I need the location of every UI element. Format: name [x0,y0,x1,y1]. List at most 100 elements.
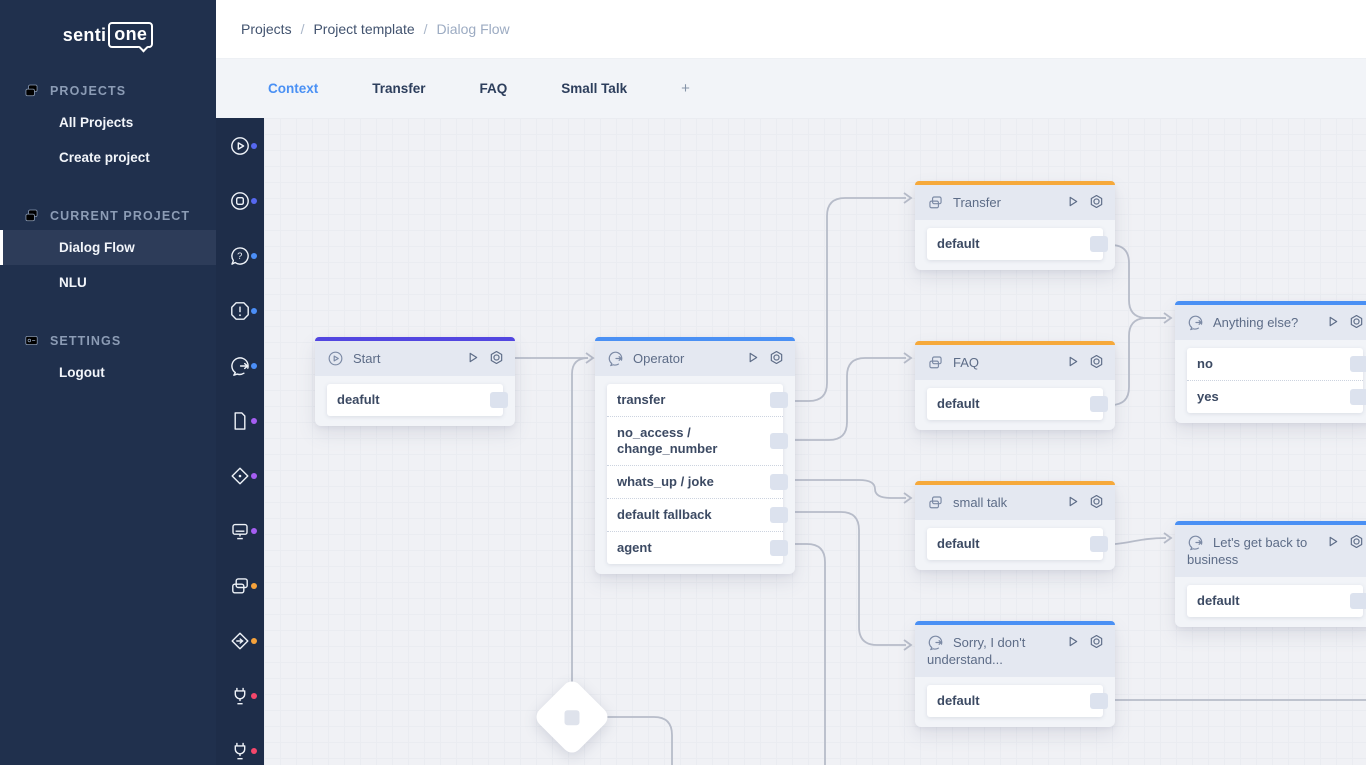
run-node-icon[interactable] [1064,193,1081,210]
flow-tabs: Context Transfer FAQ Small Talk + [216,59,1366,118]
settings-icon [23,332,40,349]
palette-device-block[interactable] [216,503,264,558]
node-output-row[interactable]: default [927,228,1103,260]
node-settings-icon[interactable] [1088,193,1105,210]
node-settings-icon[interactable] [1348,313,1365,330]
chat-arrow-icon [927,634,944,651]
sidebar-section-current-project: CURRENT PROJECT Dialog Flow NLU [0,201,216,300]
node-output-row[interactable]: default [927,388,1103,420]
tab-small-talk[interactable]: Small Talk [534,81,654,96]
palette-decision-block[interactable] [216,448,264,503]
sidebar-section-header: SETTINGS [0,326,216,355]
run-node-icon[interactable] [1324,533,1341,550]
palette-jump-block[interactable] [216,613,264,668]
node-output-row[interactable]: yes [1187,380,1363,413]
flow-node-operator[interactable]: Operator transfer no_access / change_num… [595,337,795,574]
tab-transfer[interactable]: Transfer [345,81,452,96]
node-output-row[interactable]: deafult [327,384,503,416]
flow-node-small-talk[interactable]: small talk default [915,481,1115,570]
run-node-icon[interactable] [1064,633,1081,650]
flow-node-faq[interactable]: FAQ default [915,341,1115,430]
node-settings-icon[interactable] [1348,533,1365,550]
palette-alert-block[interactable] [216,283,264,338]
flow-node-anything-else[interactable]: Anything else? no yes [1175,301,1366,423]
output-handle[interactable] [770,433,788,449]
output-handle[interactable] [1350,389,1366,405]
logo-text-one: one [108,22,153,48]
node-output-row[interactable]: no_access / change_number [607,416,783,465]
connection-operator-transfer [787,198,906,401]
add-tab-button[interactable]: + [654,80,717,97]
sidebar-item-create-project[interactable]: Create project [0,140,216,175]
copy-stack-icon [927,494,944,511]
breadcrumb-project-template[interactable]: Project template [313,21,414,37]
node-settings-icon[interactable] [768,349,785,366]
palette-dialog-block[interactable] [216,338,264,393]
sidebar-section-header: PROJECTS [0,76,216,105]
sidebar-item-nlu[interactable]: NLU [0,265,216,300]
flow-node-sorry[interactable]: Sorry, I don't understand... default [915,621,1115,727]
output-handle[interactable] [1090,396,1108,412]
sidebar-item-all-projects[interactable]: All Projects [0,105,216,140]
node-title: Transfer [953,195,1001,210]
tab-context[interactable]: Context [241,81,345,96]
node-output-row[interactable]: no [1187,348,1363,380]
node-title: Let's get back to business [1187,535,1307,567]
output-handle[interactable] [770,507,788,523]
node-output-row[interactable]: default [1187,585,1363,617]
sidebar: sentione PROJECTS All Projects Create pr… [0,0,216,765]
output-handle[interactable] [770,540,788,556]
node-header: FAQ [915,345,1115,380]
output-handle[interactable] [1350,356,1366,372]
node-settings-icon[interactable] [1088,633,1105,650]
breadcrumb-projects[interactable]: Projects [241,21,292,37]
run-node-icon[interactable] [1324,313,1341,330]
output-handle[interactable] [770,392,788,408]
node-settings-icon[interactable] [1088,493,1105,510]
node-header: Let's get back to business [1175,525,1366,577]
output-handle[interactable] [1090,536,1108,552]
node-header: Operator [595,341,795,376]
output-handle[interactable] [770,474,788,490]
copy-stack-icon [927,354,944,371]
palette-end-block[interactable] [216,173,264,228]
palette-dot [251,748,257,754]
sidebar-section-header: CURRENT PROJECT [0,201,216,230]
palette-file-block[interactable] [216,393,264,448]
node-output-row[interactable]: transfer [607,384,783,416]
palette-integration-block-2[interactable] [216,723,264,765]
run-node-icon[interactable] [464,349,481,366]
node-output-row[interactable]: default [927,685,1103,717]
node-palette-toolbar [216,118,264,765]
question-bubble-icon [229,245,251,267]
sidebar-item-dialog-flow[interactable]: Dialog Flow [0,230,216,265]
palette-integration-block[interactable] [216,668,264,723]
chat-arrow-icon [229,355,251,377]
flow-canvas[interactable]: Start deafult Operator transfer no_acces… [264,118,1366,765]
output-handle[interactable] [1090,236,1108,252]
sidebar-item-logout[interactable]: Logout [0,355,216,390]
run-node-icon[interactable] [744,349,761,366]
node-output-row[interactable]: default [927,528,1103,560]
node-output-row[interactable]: whats_up / joke [607,465,783,498]
tab-faq[interactable]: FAQ [453,81,535,96]
palette-question-block[interactable] [216,228,264,283]
run-node-icon[interactable] [1064,493,1081,510]
node-settings-icon[interactable] [1088,353,1105,370]
node-output-row[interactable]: default fallback [607,498,783,531]
output-handle[interactable] [1090,693,1108,709]
node-output-row[interactable]: agent [607,531,783,564]
flow-node-start[interactable]: Start deafult [315,337,515,426]
output-handle[interactable] [1350,593,1366,609]
plug-icon [229,685,251,707]
run-node-icon[interactable] [1064,353,1081,370]
node-settings-icon[interactable] [488,349,505,366]
palette-module-block[interactable] [216,558,264,613]
file-icon [229,410,251,432]
output-handle[interactable] [490,392,508,408]
flow-node-transfer[interactable]: Transfer default [915,181,1115,270]
node-header: Anything else? [1175,305,1366,340]
current-project-icon [23,207,40,224]
palette-start-block[interactable] [216,118,264,173]
flow-node-lets-get-back[interactable]: Let's get back to business default [1175,521,1366,627]
